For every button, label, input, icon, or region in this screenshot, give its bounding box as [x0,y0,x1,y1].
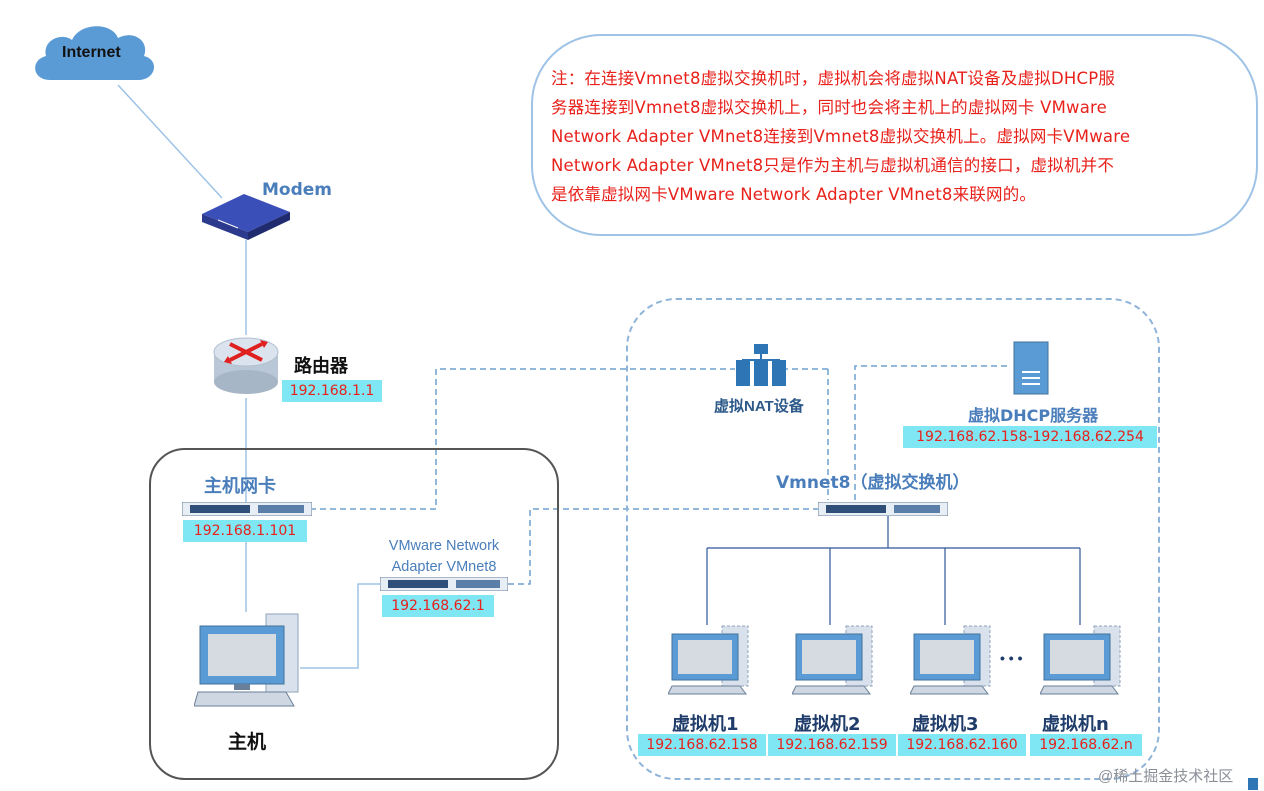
vmnet8-adapter-label-line1: VMware Network [388,538,500,554]
switch-device-icon [818,502,948,516]
host-nic-label: 主机网卡 [204,476,276,497]
vm-computer-icon [792,625,873,695]
router-icon [213,337,279,394]
ellipsis: • • • [1000,650,1023,666]
watermark: @稀土掘金技术社区 [1098,768,1234,785]
cloud-icon [35,26,155,80]
vmnet8-adapter-device-icon [380,577,508,591]
modem-icon [202,194,290,240]
vm-ip: 192.168.62.159 [768,734,896,756]
vm-ip: 192.168.62.n [1030,734,1142,756]
note-box [531,34,1258,236]
note-line: Network Adapter VMnet8只是作为主机与虚拟机通信的接口，虚拟… [551,156,1115,175]
note-text: 注：在连接Vmnet8虚拟交换机时，虚拟机会将虚拟NAT设备及虚拟DHCP服 务… [551,64,1251,209]
nat-device-icon [736,344,786,386]
switch-label: Vmnet8（虚拟交换机） [776,473,970,493]
vm-name: 虚拟机n [1042,714,1109,735]
host-computer-icon [194,613,299,707]
vm-computer-icon [910,625,991,695]
nat-label: 虚拟NAT设备 [714,398,804,415]
vm-computer-icon [1040,625,1121,695]
vm-boundary [626,298,1160,780]
vm-name: 虚拟机3 [912,714,979,735]
vm-computer-icon [668,625,749,695]
host-nic-ip: 192.168.1.101 [183,520,307,542]
nic-device-icon [182,502,312,516]
vmnet8-adapter-label-line2: Adapter VMnet8 [391,559,497,575]
vm-ip: 192.168.62.160 [898,734,1026,756]
host-label: 主机 [228,731,267,753]
dhcp-label: 虚拟DHCP服务器 [968,406,1099,425]
server-icon [1013,341,1049,395]
router-ip: 192.168.1.1 [282,380,382,402]
vmnet8-adapter-ip: 192.168.62.1 [382,595,494,617]
dhcp-ip-range: 192.168.62.158-192.168.62.254 [903,426,1157,448]
internet-label: Internet [62,44,121,61]
host-boundary [149,448,559,780]
vm-name: 虚拟机2 [794,714,861,735]
router-label: 路由器 [294,356,348,377]
modem-label: Modem [262,180,333,200]
note-line: 注：在连接Vmnet8虚拟交换机时，虚拟机会将虚拟NAT设备及虚拟DHCP服 [551,69,1116,88]
vmnet8-adapter-label: VMware Network Adapter VMnet8 [372,536,516,578]
note-line: 务器连接到Vmnet8虚拟交换机上，同时也会将主机上的虚拟网卡 VMware [551,98,1107,117]
corner-mark-icon [1248,778,1258,790]
note-line: 是依靠虚拟网卡VMware Network Adapter VMnet8来联网的… [551,185,1037,204]
vm-name: 虚拟机1 [672,714,739,735]
vm-ip: 192.168.62.158 [638,734,766,756]
note-line: Network Adapter VMnet8连接到Vmnet8虚拟交换机上。虚拟… [551,127,1131,146]
